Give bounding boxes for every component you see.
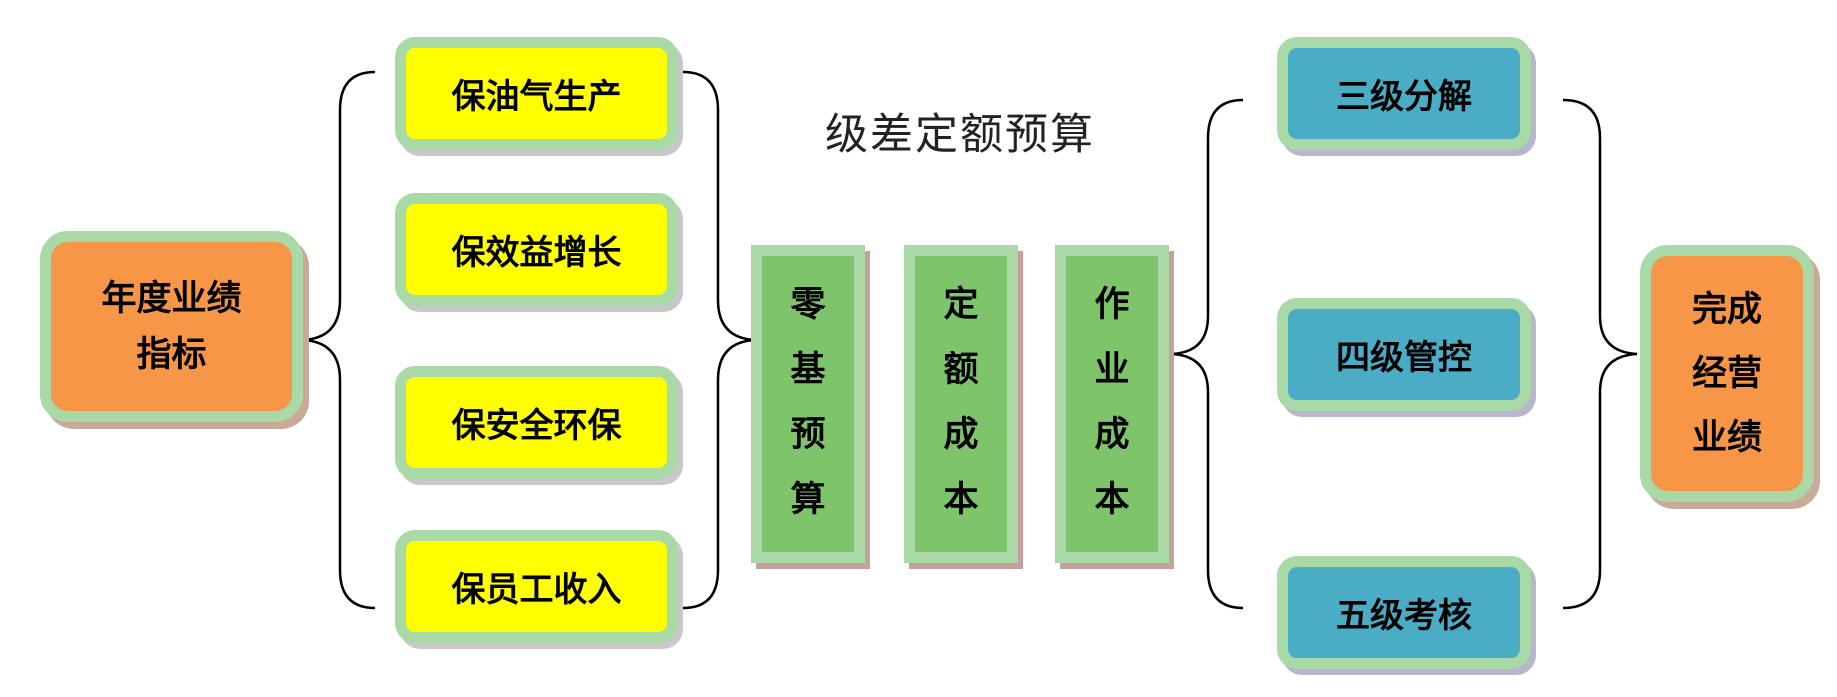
column-char: 作: [1094, 285, 1130, 325]
column-char: 额: [943, 350, 979, 390]
brace-levels-close: [1562, 98, 1638, 610]
column-char: 本: [1094, 480, 1130, 520]
guarantee-box-safety: 保安全环保: [395, 366, 678, 479]
annual-performance-line-1: 年度业绩: [101, 278, 242, 319]
column-char: 零: [790, 285, 826, 325]
column-char: 业: [1094, 350, 1130, 390]
level-label: 三级分解: [1336, 77, 1472, 117]
complete-performance-line-1: 完成: [1691, 289, 1762, 330]
guarantee-label: 保员工收入: [451, 570, 622, 610]
complete-performance-line-2: 经营: [1691, 353, 1762, 394]
column-char: 定: [943, 285, 979, 325]
annual-performance-box: 年度业绩 指标: [40, 231, 303, 422]
column-char: 成: [943, 415, 979, 455]
brace-levels-open: [1171, 98, 1244, 610]
column-zero-based-budget: 零 基 预 算: [751, 245, 865, 563]
level-label: 五级考核: [1336, 596, 1472, 636]
column-char: 预: [790, 415, 826, 455]
column-char: 算: [790, 480, 826, 520]
column-quota-cost: 定 额 成 本: [904, 245, 1018, 563]
level-box-three: 三级分解: [1277, 37, 1531, 150]
column-char: 基: [790, 350, 826, 390]
guarantee-label: 保安全环保: [451, 406, 622, 446]
guarantee-label: 保油气生产: [451, 77, 622, 117]
guarantee-box-oil-gas: 保油气生产: [395, 37, 678, 150]
brace-guarantees-close: [682, 70, 756, 610]
guarantee-box-income: 保员工收入: [395, 530, 678, 643]
complete-performance-box: 完成 经营 业绩: [1640, 245, 1814, 502]
complete-performance-line-3: 业绩: [1691, 417, 1762, 458]
level-box-five: 五级考核: [1277, 556, 1531, 669]
column-char: 成: [1094, 415, 1130, 455]
level-box-four: 四级管控: [1277, 298, 1531, 411]
column-char: 本: [943, 480, 979, 520]
guarantee-label: 保效益增长: [451, 233, 622, 273]
level-label: 四级管控: [1336, 338, 1472, 378]
center-title: 级差定额预算: [825, 110, 1095, 160]
column-operation-cost: 作 业 成 本: [1055, 245, 1169, 563]
annual-performance-line-2: 指标: [136, 334, 207, 375]
guarantee-box-benefit: 保效益增长: [395, 193, 678, 306]
brace-left-group: [302, 70, 376, 610]
